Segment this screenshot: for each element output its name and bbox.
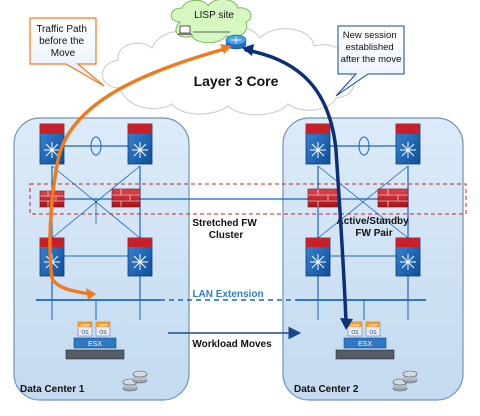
svg-text:Stretched FW Cluster: Stretched FW Cluster [192, 218, 259, 241]
vm-app-label: APP [98, 323, 107, 328]
vm-os-label: OS [369, 330, 377, 336]
dc2-label: Data Center 2 [294, 384, 359, 395]
server-icon [335, 321, 395, 360]
callout-left-line-3: Move [51, 48, 76, 59]
router-icon [225, 34, 247, 50]
vm-app-label: APP [368, 323, 377, 328]
dc1-label: Data Center 1 [20, 384, 85, 395]
lan-extension-label: LAN Extension [192, 289, 263, 300]
new-session-arrowhead [340, 318, 353, 330]
laptop-icon [177, 25, 193, 35]
fw-pair-label-1: Active/Standby [336, 216, 409, 227]
vm-os-label: OS [99, 330, 107, 336]
storage-icon [392, 370, 418, 392]
lisp-site-cloud [170, 0, 252, 44]
switch-icon [39, 123, 65, 165]
vm-os-label: OS [351, 330, 359, 336]
storage-icon [122, 370, 148, 392]
fw-cluster-label-1: Stretched FW [192, 218, 257, 229]
switch-icon [127, 237, 153, 277]
vm-os-label: OS [81, 330, 89, 336]
vm-app-label: APP [350, 323, 359, 328]
server-icon [65, 321, 125, 360]
callout-traffic-path [29, 17, 105, 87]
fw-cluster-label-2: Cluster [209, 230, 244, 241]
switch-icon [305, 237, 331, 277]
traffic-path-arrowhead [86, 288, 96, 300]
workload-moves-label: Workload Moves [192, 339, 272, 350]
lisp-site-label: LISP site [194, 10, 234, 21]
traffic-path-arrowhead [220, 44, 232, 54]
data-center-1-zone [13, 117, 190, 401]
svg-text:New session established: New session established after the move [341, 30, 402, 65]
switch-icon [127, 123, 153, 165]
callout-left-line-2: before the [39, 36, 84, 47]
firewall-icon [307, 188, 339, 208]
svg-text:Active/Standby FW Pair: Active/Standby FW Pair [336, 216, 411, 239]
callout-right-line-3: after the move [341, 54, 402, 65]
callout-right-line-1: New session [343, 30, 397, 41]
data-center-2-zone [282, 117, 464, 401]
switch-icon [305, 123, 331, 165]
callout-right-line-2: established [346, 42, 394, 53]
switch-icon [395, 123, 421, 165]
core-label: Layer 3 Core [194, 73, 279, 89]
callout-new-session [335, 25, 405, 97]
callout-left-line-1: Traffic Path [36, 24, 87, 35]
new-session-path [244, 48, 348, 324]
vm-app-label: APP [80, 323, 89, 328]
svg-text:Traffic Path before the: Traffic Path before the Move [36, 24, 89, 59]
switch-icon [395, 237, 421, 277]
firewall-icon [377, 188, 409, 208]
fw-pair-label-2: FW Pair [355, 228, 392, 239]
esx-host-label: ESX [358, 341, 372, 348]
esx-host-label: ESX [88, 341, 102, 348]
new-session-arrowhead [242, 44, 254, 56]
firewall-icon [111, 188, 141, 208]
fw-cluster-box [29, 183, 467, 215]
traffic-path-before-move [48, 46, 230, 296]
